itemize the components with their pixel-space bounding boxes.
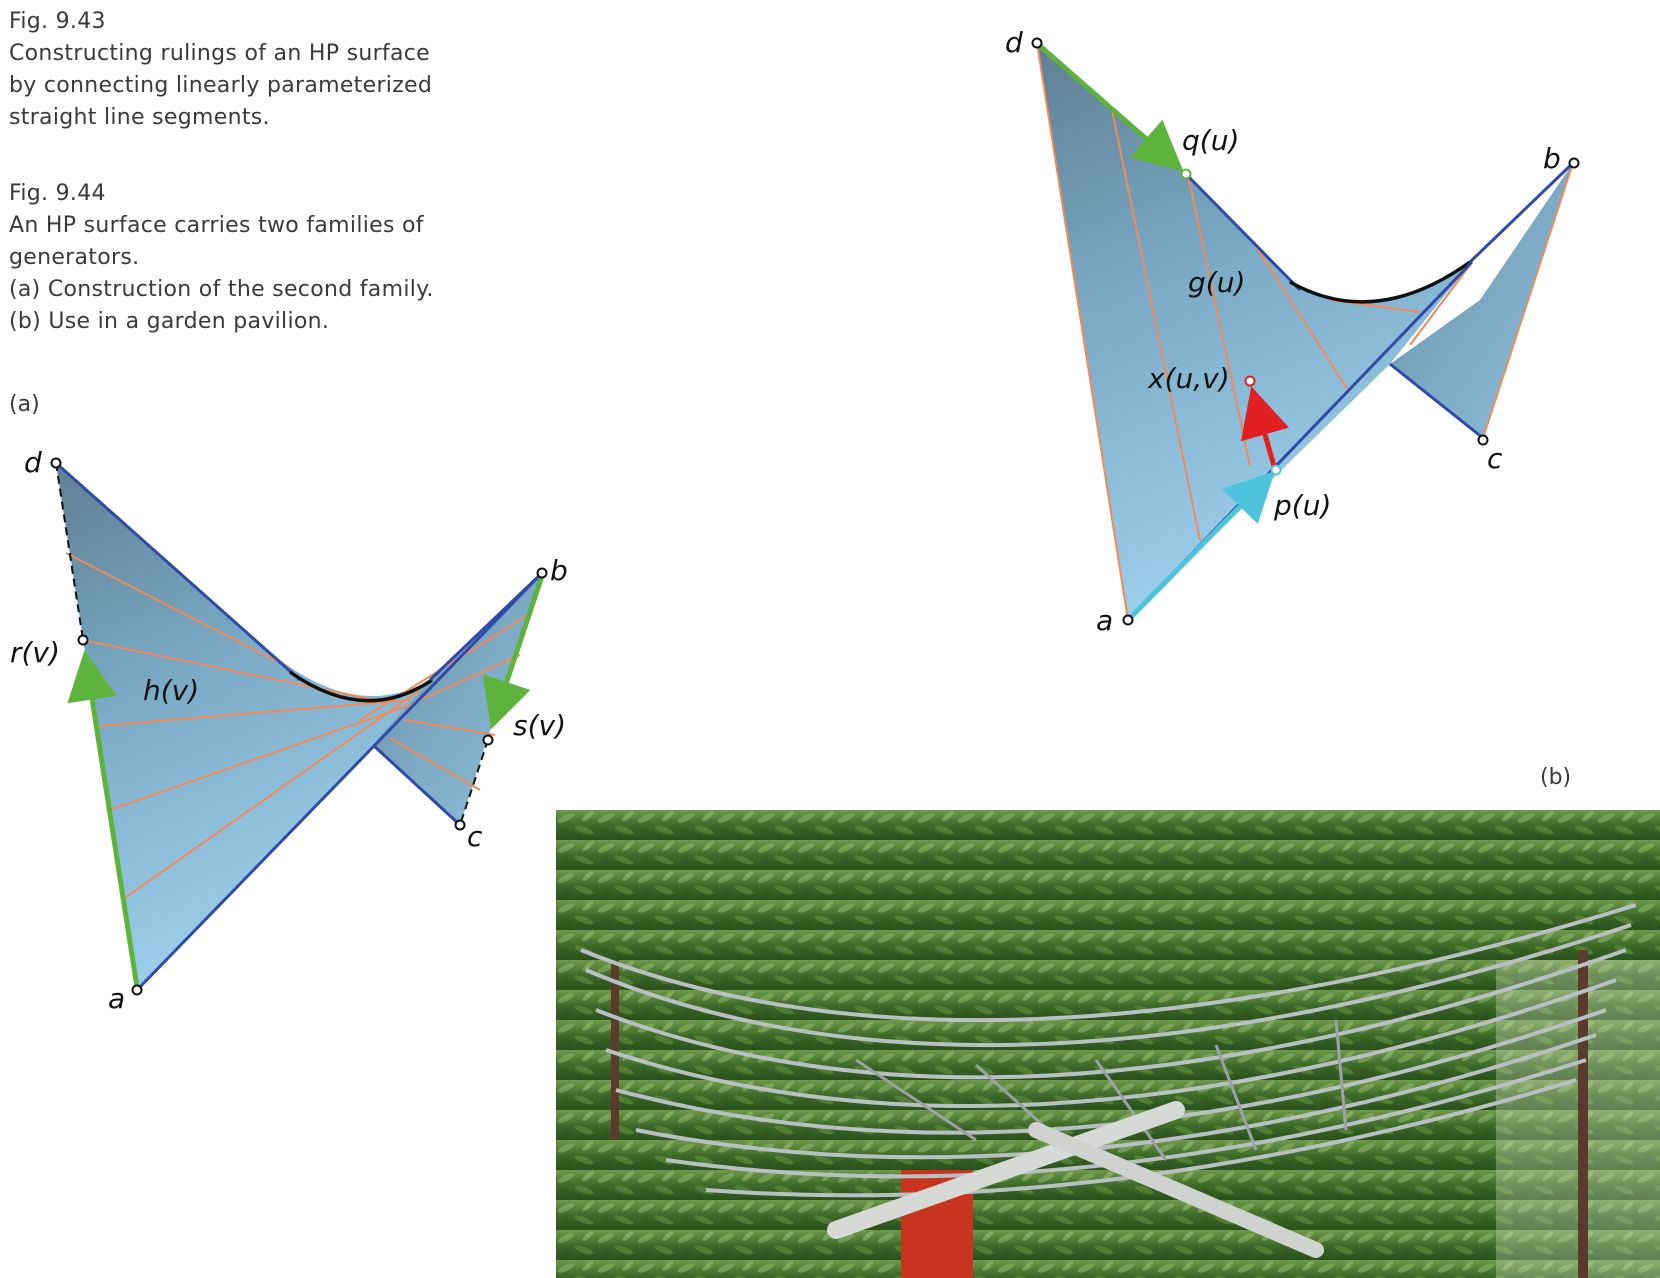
- cross-slat-3: [1094, 1059, 1168, 1161]
- hp-surface-main-a: [56, 463, 430, 990]
- fig-9-44a-diagram: d b r(v) h(v) s(v) c a: [10, 446, 568, 1015]
- fig-9-44a-rulings: [65, 552, 529, 901]
- hp-surface-small-wing: [373, 573, 542, 825]
- point-a-a: [131, 984, 143, 996]
- fig-9-44-line-2: generators.: [9, 245, 140, 270]
- ruling-a9: [389, 737, 481, 791]
- dashed-s-c: [459, 739, 489, 826]
- slat-2: [585, 923, 1632, 1048]
- panel-label-b: (b): [1540, 765, 1572, 790]
- edge-ab-a: [135, 571, 544, 992]
- dashed-d-r: [55, 462, 84, 641]
- label-a: a: [1096, 604, 1113, 637]
- label-g-u: g(u): [1188, 266, 1245, 299]
- ruling-6: [1482, 162, 1574, 439]
- point-r: [77, 634, 89, 646]
- slat-3: [595, 948, 1627, 1080]
- slat-5: [615, 1008, 1607, 1135]
- fig-9-44-caption: Fig. 9.44 An HP surface carries two fami…: [9, 178, 434, 338]
- arrow-b-to-s: [482, 575, 545, 730]
- label-a-a: a: [108, 982, 125, 1015]
- label-c-a: c: [467, 820, 483, 853]
- bamboo-foliage: [556, 810, 1660, 1278]
- garden-pavilion-photo: [556, 810, 1660, 1278]
- ruling-a8: [404, 719, 496, 736]
- label-b: b: [1543, 142, 1561, 175]
- pavilion-beam-left: [827, 1101, 1185, 1239]
- arrow-p-to-x: [1240, 386, 1290, 467]
- fig-9-44-number: Fig. 9.44: [9, 181, 106, 206]
- fig-9-43-line-2: by connecting linearly parameterized: [9, 73, 433, 98]
- pavilion-photo-illustration: [556, 810, 1660, 1278]
- point-q: [1180, 168, 1192, 180]
- fig-9-43-caption: Fig. 9.43 Constructing rulings of an HP …: [9, 6, 432, 134]
- pavilion-post-left: [611, 960, 619, 1140]
- point-b: [1568, 157, 1580, 169]
- fig-9-43-line-3: straight line segments.: [9, 105, 270, 130]
- saddle-silhouette: [1289, 260, 1472, 304]
- ruling-3: [1254, 244, 1349, 391]
- fig-9-44-line-3: (a) Construction of the second family.: [9, 277, 434, 302]
- saddle-silhouette-a: [288, 670, 433, 703]
- fig-9-43-line-1: Constructing rulings of an HP surface: [9, 41, 430, 66]
- point-c-a: [454, 819, 466, 831]
- point-d-a: [50, 457, 62, 469]
- edge-c: [1389, 362, 1484, 440]
- edge-c-a: [371, 743, 462, 827]
- ruling-a1: [65, 552, 291, 669]
- ruling-a3: [97, 699, 411, 727]
- point-p: [1270, 464, 1282, 476]
- label-d: d: [1005, 26, 1023, 59]
- panel-label-a: (a): [9, 392, 40, 417]
- edge-d-down: [55, 461, 301, 682]
- label-r-v: r(v): [10, 636, 60, 669]
- point-s: [482, 734, 494, 746]
- label-q-u: q(u): [1182, 124, 1239, 157]
- pavilion-cross-slats: [855, 1019, 1348, 1161]
- ruling-2: [1187, 174, 1251, 467]
- cross-slat-5: [1334, 1019, 1348, 1131]
- label-p-u: p(u): [1273, 489, 1331, 522]
- ruling-a5: [121, 689, 421, 901]
- point-b-a: [536, 567, 548, 579]
- fig-9-43-number: Fig. 9.43: [9, 9, 106, 34]
- ruling-1: [1111, 109, 1201, 541]
- fig-9-43-rulings: [1111, 109, 1574, 541]
- slat-1: [580, 903, 1637, 1023]
- label-x-uv: x(u,v): [1147, 362, 1230, 395]
- label-s-v: s(v): [513, 709, 566, 742]
- point-a: [1122, 614, 1134, 626]
- cross-slat-4: [1214, 1044, 1258, 1151]
- label-h-v: h(v): [143, 674, 199, 707]
- ruling-a4: [109, 704, 411, 811]
- arrow-a-to-r: [67, 650, 140, 988]
- label-c: c: [1487, 442, 1503, 475]
- edge-qb-upper: [1183, 171, 1302, 292]
- arrow-a-to-p: [1129, 470, 1276, 619]
- cross-slat-1: [855, 1058, 977, 1142]
- point-c: [1477, 434, 1489, 446]
- ruling-5: [1409, 264, 1471, 346]
- fig-9-44-line-1: An HP surface carries two families of: [9, 213, 424, 238]
- edge-ad: [1036, 42, 1129, 621]
- point-d: [1031, 37, 1043, 49]
- point-x: [1244, 375, 1256, 387]
- hp-surface-main: [1037, 43, 1470, 620]
- label-d-a: d: [24, 446, 42, 479]
- pavilion-beam-right: [1028, 1122, 1324, 1258]
- ruling-a7: [419, 654, 521, 701]
- ruling-a2: [82, 639, 376, 701]
- pavilion-post-right: [1578, 950, 1588, 1278]
- label-b-a: b: [550, 554, 568, 587]
- fig-9-43-diagram: d q(u) b g(u) x(u,v) c p(u) a: [1005, 26, 1580, 637]
- edge-b-upper: [1468, 161, 1575, 264]
- slat-4: [605, 978, 1617, 1108]
- hp-surface-right-wing: [1390, 163, 1573, 438]
- arrow-d-to-q: [1038, 44, 1184, 172]
- fig-9-44-line-4: (b) Use in a garden pavilion.: [9, 309, 330, 334]
